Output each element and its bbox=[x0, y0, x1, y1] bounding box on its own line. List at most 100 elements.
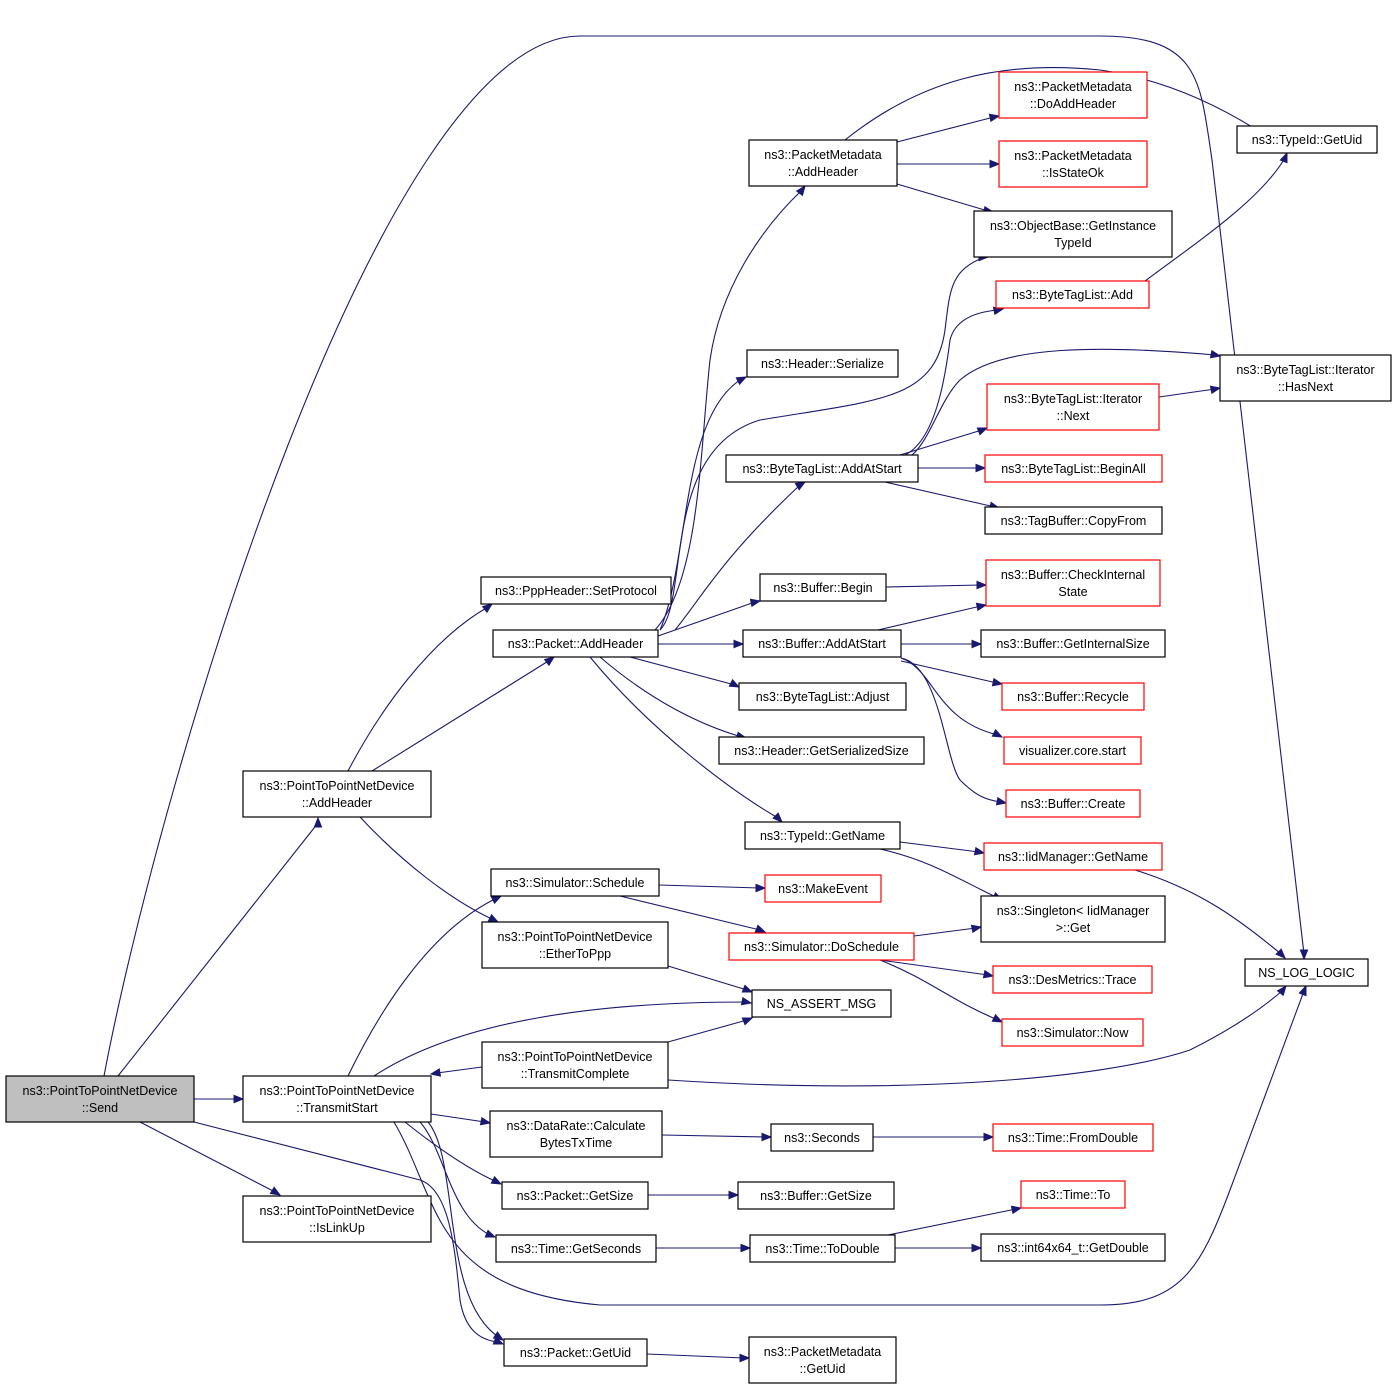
node-box[interactable] bbox=[986, 383, 1160, 431]
node-box[interactable] bbox=[998, 71, 1148, 119]
node-box[interactable] bbox=[738, 682, 907, 711]
node-box[interactable] bbox=[1020, 1180, 1126, 1209]
node-time-getseconds[interactable]: ns3::Time::GetSeconds bbox=[495, 1234, 657, 1263]
node-box[interactable] bbox=[481, 921, 669, 969]
node-box[interactable] bbox=[998, 140, 1148, 188]
node-seconds[interactable]: ns3::Seconds bbox=[770, 1123, 874, 1152]
node-sim-schedule[interactable]: ns3::Simulator::Schedule bbox=[490, 868, 660, 897]
node-time-fromdouble[interactable]: ns3::Time::FromDouble bbox=[992, 1123, 1154, 1152]
node-box[interactable] bbox=[1005, 789, 1141, 818]
node-pm-isstateok[interactable]: ns3::PacketMetadata::IsStateOk bbox=[998, 140, 1148, 188]
node-box[interactable] bbox=[983, 842, 1163, 871]
node-buffer-getsize[interactable]: ns3::Buffer::GetSize bbox=[737, 1181, 895, 1210]
node-box[interactable] bbox=[742, 629, 902, 658]
node-box[interactable] bbox=[490, 868, 660, 897]
node-btl-beginall[interactable]: ns3::ByteTagList::BeginAll bbox=[984, 454, 1163, 483]
node-header-getsersize[interactable]: ns3::Header::GetSerializedSize bbox=[718, 736, 925, 765]
node-box[interactable] bbox=[489, 1110, 663, 1158]
node-buffer-create[interactable]: ns3::Buffer::Create bbox=[1005, 789, 1141, 818]
node-box[interactable] bbox=[1244, 958, 1369, 987]
node-box[interactable] bbox=[242, 1195, 432, 1243]
node-sim-now[interactable]: ns3::Simulator::Now bbox=[1001, 1018, 1144, 1047]
node-visualizer-start[interactable]: visualizer.core.start bbox=[1003, 736, 1142, 765]
node-box[interactable] bbox=[995, 280, 1150, 309]
node-box[interactable] bbox=[1236, 125, 1378, 154]
node-pm-doaddheader[interactable]: ns3::PacketMetadata::DoAddHeader bbox=[998, 71, 1148, 119]
node-box[interactable] bbox=[728, 932, 915, 961]
node-btl-iter-hasnext[interactable]: ns3::ByteTagList::Iterator::HasNext bbox=[1219, 354, 1392, 402]
node-box[interactable] bbox=[984, 454, 1163, 483]
node-box[interactable] bbox=[980, 629, 1166, 658]
node-box[interactable] bbox=[492, 629, 659, 658]
node-box[interactable] bbox=[992, 965, 1153, 994]
node-buffer-getinternalsize[interactable]: ns3::Buffer::GetInternalSize bbox=[980, 629, 1166, 658]
node-singleton-get[interactable]: ns3::Singleton< IidManager>::Get bbox=[980, 895, 1166, 943]
node-box[interactable] bbox=[501, 1181, 649, 1210]
node-box[interactable] bbox=[746, 349, 899, 378]
node-box[interactable] bbox=[725, 454, 919, 483]
node-send[interactable]: ns3::PointToPointNetDevice::Send bbox=[5, 1075, 195, 1123]
node-box[interactable] bbox=[980, 1233, 1166, 1262]
node-box[interactable] bbox=[749, 1234, 896, 1263]
node-box[interactable] bbox=[992, 1123, 1154, 1152]
node-packet-getsize[interactable]: ns3::Packet::GetSize bbox=[501, 1181, 649, 1210]
node-iidmanager-getname[interactable]: ns3::IidManager::GetName bbox=[983, 842, 1163, 871]
node-btl-add[interactable]: ns3::ByteTagList::Add bbox=[995, 280, 1150, 309]
node-addheader-p2p[interactable]: ns3::PointToPointNetDevice::AddHeader bbox=[242, 770, 432, 818]
node-box[interactable] bbox=[744, 821, 901, 850]
node-box[interactable] bbox=[737, 1181, 895, 1210]
node-buffer-addatstart[interactable]: ns3::Buffer::AddAtStart bbox=[742, 629, 902, 658]
node-packet-addheader[interactable]: ns3::Packet::AddHeader bbox=[492, 629, 659, 658]
node-box[interactable] bbox=[481, 1041, 669, 1089]
node-box[interactable] bbox=[718, 736, 925, 765]
node-buffer-begin[interactable]: ns3::Buffer::Begin bbox=[759, 573, 887, 602]
node-box[interactable] bbox=[751, 989, 892, 1018]
node-box[interactable] bbox=[242, 770, 432, 818]
node-btl-iter-next[interactable]: ns3::ByteTagList::Iterator::Next bbox=[986, 383, 1160, 431]
node-islinkup[interactable]: ns3::PointToPointNetDevice::IsLinkUp bbox=[242, 1195, 432, 1243]
node-box[interactable] bbox=[1003, 736, 1142, 765]
node-box[interactable] bbox=[242, 1075, 432, 1123]
node-time-to[interactable]: ns3::Time::To bbox=[1020, 1180, 1126, 1209]
node-box[interactable] bbox=[1001, 1018, 1144, 1047]
node-box[interactable] bbox=[1001, 682, 1145, 711]
node-ns-log-logic[interactable]: NS_LOG_LOGIC bbox=[1244, 958, 1369, 987]
node-box[interactable] bbox=[748, 1336, 897, 1384]
node-box[interactable] bbox=[764, 874, 882, 903]
node-makeevent[interactable]: ns3::MakeEvent bbox=[764, 874, 882, 903]
node-buffer-recycle[interactable]: ns3::Buffer::Recycle bbox=[1001, 682, 1145, 711]
node-box[interactable] bbox=[980, 895, 1166, 943]
node-int64-getdouble[interactable]: ns3::int64x64_t::GetDouble bbox=[980, 1233, 1166, 1262]
node-pm-getuid[interactable]: ns3::PacketMetadata::GetUid bbox=[748, 1336, 897, 1384]
node-btl-adjust[interactable]: ns3::ByteTagList::Adjust bbox=[738, 682, 907, 711]
node-desmetrics-trace[interactable]: ns3::DesMetrics::Trace bbox=[992, 965, 1153, 994]
node-box[interactable] bbox=[770, 1123, 874, 1152]
node-ns-assert-msg[interactable]: NS_ASSERT_MSG bbox=[751, 989, 892, 1018]
node-box[interactable] bbox=[985, 559, 1161, 607]
node-box[interactable] bbox=[480, 576, 672, 605]
node-btl-addatstart[interactable]: ns3::ByteTagList::AddAtStart bbox=[725, 454, 919, 483]
node-box[interactable] bbox=[984, 506, 1163, 535]
node-pm-addheader[interactable]: ns3::PacketMetadata::AddHeader bbox=[748, 139, 898, 187]
node-transmitcomplete[interactable]: ns3::PointToPointNetDevice::TransmitComp… bbox=[481, 1041, 669, 1089]
node-typeid-getuid[interactable]: ns3::TypeId::GetUid bbox=[1236, 125, 1378, 154]
node-box[interactable] bbox=[5, 1075, 195, 1123]
node-box[interactable] bbox=[748, 139, 898, 187]
node-sim-doschedule[interactable]: ns3::Simulator::DoSchedule bbox=[728, 932, 915, 961]
node-ethertoppp[interactable]: ns3::PointToPointNetDevice::EtherToPpp bbox=[481, 921, 669, 969]
node-header-serialize[interactable]: ns3::Header::Serialize bbox=[746, 349, 899, 378]
node-typeid-getname[interactable]: ns3::TypeId::GetName bbox=[744, 821, 901, 850]
node-ppp-setprotocol[interactable]: ns3::PppHeader::SetProtocol bbox=[480, 576, 672, 605]
node-box[interactable] bbox=[973, 210, 1173, 258]
node-box[interactable] bbox=[495, 1234, 657, 1263]
node-time-todouble[interactable]: ns3::Time::ToDouble bbox=[749, 1234, 896, 1263]
node-tagbuffer-copyfrom[interactable]: ns3::TagBuffer::CopyFrom bbox=[984, 506, 1163, 535]
node-box[interactable] bbox=[503, 1338, 648, 1367]
node-box[interactable] bbox=[1219, 354, 1392, 402]
node-packet-getuid[interactable]: ns3::Packet::GetUid bbox=[503, 1338, 648, 1367]
node-transmitstart[interactable]: ns3::PointToPointNetDevice::TransmitStar… bbox=[242, 1075, 432, 1123]
node-box[interactable] bbox=[759, 573, 887, 602]
